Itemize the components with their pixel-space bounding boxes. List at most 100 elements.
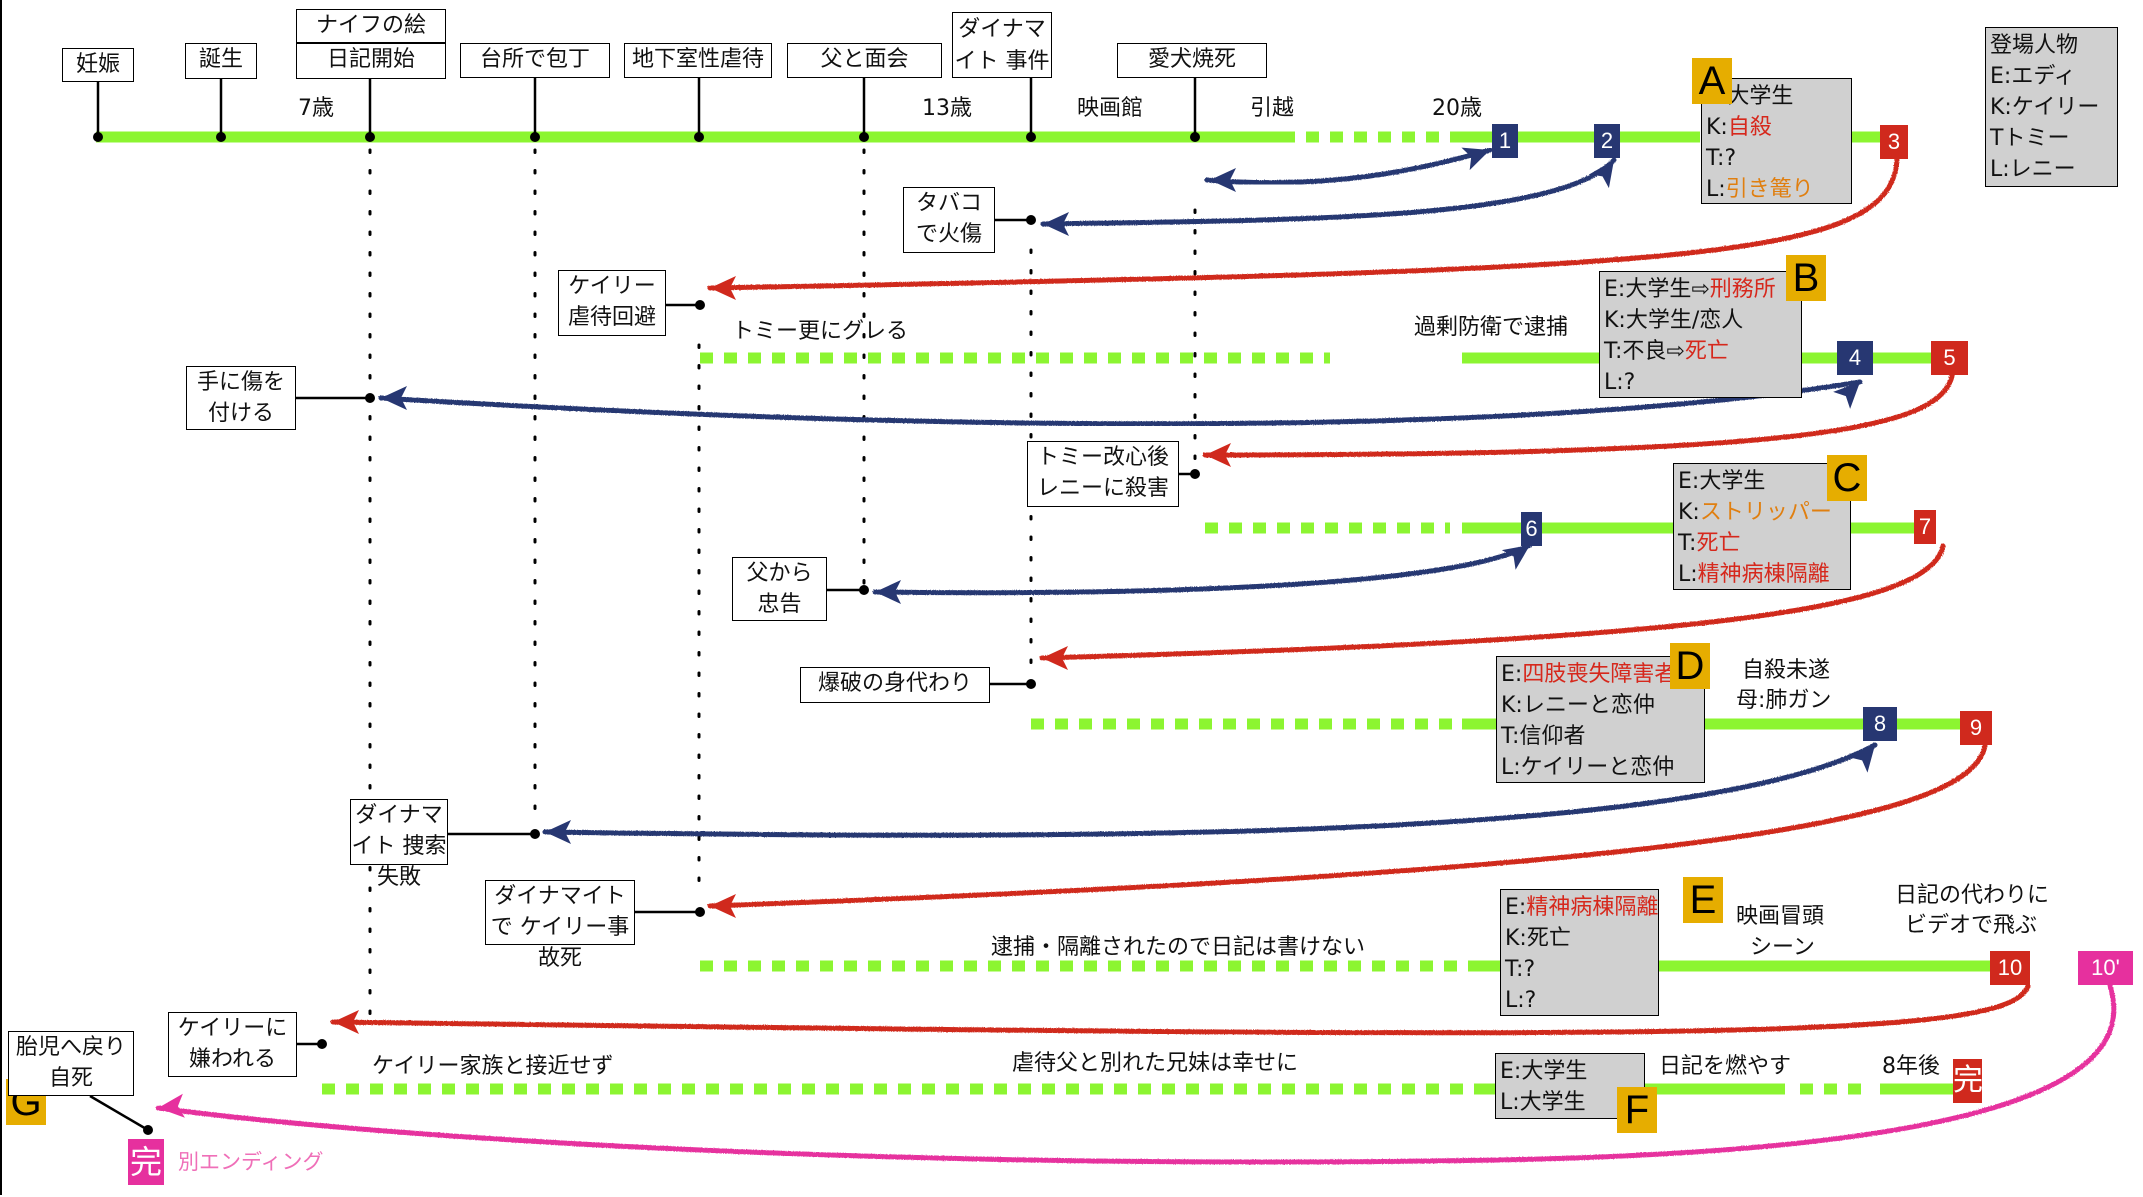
legend-item: Tトミー — [1990, 126, 2070, 151]
label-age13: 13歳 — [922, 96, 972, 121]
note-tommy-worse: トミー更にグレる — [732, 319, 909, 344]
arrow-head — [1849, 745, 1875, 773]
event-explosion-sacrifice: 爆破の身代わり — [800, 667, 990, 703]
arrow-head — [1589, 160, 1614, 189]
jump-badge-1[interactable]: 1 — [1492, 124, 1518, 158]
outcome-box-c: E:大学生 K:ストリッパー T:死亡 L:精神病棟隔離 — [1673, 463, 1851, 590]
outcome-line: K:死亡 — [1505, 926, 1571, 951]
outcome-line: K:大学生/恋人 — [1604, 308, 1744, 333]
arrow-head — [875, 580, 901, 604]
jump-badge-4[interactable]: 4 — [1837, 341, 1873, 375]
connector-dot — [1026, 132, 1036, 142]
outcome-line: E:四肢喪失障害者 — [1501, 662, 1677, 687]
arrow-head-head — [710, 276, 736, 300]
label-cinema: 映画館 — [1077, 96, 1144, 121]
arrow-head — [545, 820, 571, 844]
arrow-head — [333, 1010, 359, 1034]
arrow-7 — [1039, 543, 1946, 661]
arrow-6 — [872, 542, 1533, 596]
label-age7: 7歳 — [298, 96, 334, 121]
connector-dot — [695, 907, 705, 917]
ending-label-a: A — [1692, 58, 1732, 104]
connector-line — [89, 1094, 149, 1132]
note-eight-years: 8年後 — [1882, 1054, 1940, 1079]
outcome-box-b: E:大学生⇨刑務所 K:大学生/恋人 T:不良⇨死亡 L:? — [1599, 271, 1802, 398]
outcome-line: L:ケイリーと恋仲 — [1501, 755, 1675, 780]
jump-badge-5[interactable]: 5 — [1931, 341, 1968, 375]
event-father-meeting: 父と面会 — [787, 43, 942, 78]
arrow-head-head — [1042, 646, 1068, 670]
connector-dot — [1026, 215, 1036, 225]
jump-badge-6[interactable]: 6 — [1521, 512, 1542, 546]
jump-badge-10-prime[interactable]: 10' — [2078, 951, 2133, 985]
ending-label-b: B — [1786, 255, 1826, 301]
event-father-advice: 父から 忠告 — [732, 557, 827, 621]
outcome-line: L:大学生 — [1500, 1090, 1586, 1115]
arrow-10-prime — [155, 983, 2117, 1165]
jump-badge-10[interactable]: 10 — [1990, 951, 2030, 985]
jump-badge-2[interactable]: 2 — [1594, 124, 1620, 158]
connector-dot — [216, 132, 226, 142]
arrow-head-head — [1210, 168, 1236, 192]
character-legend: 登場人物 E:エディ K:ケイリー Tトミー L:レニー — [1985, 27, 2118, 187]
connector-dot — [695, 300, 705, 310]
jump-badge-8[interactable]: 8 — [1863, 707, 1897, 741]
outcome-box-e: E:精神病棟隔離 K:死亡 T:? L:? — [1500, 889, 1659, 1016]
legend-item: L:レニー — [1990, 157, 2076, 182]
arrow-5 — [1202, 373, 1955, 458]
connector-dot — [694, 132, 704, 142]
arrow-head-head — [158, 1093, 185, 1118]
jump-badge-7[interactable]: 7 — [1914, 510, 1936, 544]
note-video-jump-2: ビデオで飛ぶ — [1905, 913, 2038, 938]
arrow-head-head — [1205, 443, 1231, 467]
outcome-line: T:死亡 — [1678, 531, 1741, 556]
ending-label-e: E — [1683, 877, 1723, 923]
arrow-head-head — [875, 580, 901, 604]
connector-dot — [859, 585, 869, 595]
outcome-line: K:自殺 — [1706, 115, 1772, 140]
arrow-head — [158, 1093, 185, 1118]
connector-dot — [93, 132, 103, 142]
alt-end-badge: 完 — [128, 1139, 164, 1185]
label-age20: 20歳 — [1432, 96, 1482, 121]
event-kayley-accident: ダイナマイトで ケイリー事故死 — [485, 880, 635, 971]
note-mother-cancer: 母:肺ガン — [1736, 688, 1832, 713]
legend-item: K:ケイリー — [1990, 95, 2100, 120]
outcome-line: T:不良⇨死亡 — [1604, 339, 1729, 364]
arrow-9 — [707, 743, 1988, 909]
note-movie-opening-1: 映画冒頭 — [1736, 904, 1825, 929]
note-alt-ending: 別エンディング — [178, 1150, 324, 1174]
note-burn-diary: 日記を燃やす — [1659, 1054, 1792, 1079]
arrow-head-head — [381, 386, 407, 410]
event-basement-abuse: 地下室性虐待 — [624, 43, 772, 78]
arrow-2 — [1040, 157, 1617, 227]
outcome-line: L:引き篭り — [1706, 177, 1814, 202]
event-diary-start: 日記開始 — [296, 43, 446, 79]
jump-badge-3[interactable]: 3 — [1880, 125, 1908, 159]
connector-dot — [143, 1125, 153, 1135]
outcome-line: E:大学生 — [1678, 469, 1766, 494]
ending-label-f: F — [1617, 1087, 1657, 1133]
arrow-head-head — [710, 894, 736, 918]
outcome-box-a: E:大学生 K:自殺 T:? L:引き篭り — [1701, 78, 1852, 204]
note-video-jump-1: 日記の代わりに — [1895, 883, 2050, 908]
event-birth: 誕生 — [185, 43, 257, 79]
event-kayley-hates: ケイリーに 嫌われる — [168, 1012, 297, 1077]
label-move: 引越 — [1250, 96, 1295, 121]
outcome-line: T:? — [1505, 957, 1536, 982]
arrow-head-head — [545, 820, 571, 844]
arrow-head — [1833, 382, 1860, 409]
arrow-head — [710, 276, 736, 300]
connector-dot — [365, 393, 375, 403]
arrow-head-head — [1589, 160, 1614, 189]
end-badge: 完 — [1953, 1059, 1983, 1103]
connector-dot — [365, 132, 375, 142]
outcome-line: K:レニーと恋仲 — [1501, 693, 1655, 718]
event-cigarette-burn: タバコ で火傷 — [903, 187, 995, 253]
event-return-to-fetus: 胎児へ戻り 自死 — [8, 1031, 134, 1096]
jump-badge-9[interactable]: 9 — [1960, 711, 1992, 745]
event-dynamite-search-fail: ダイナマイト 捜索失敗 — [350, 799, 448, 890]
event-kitchen-knife: 台所で包丁 — [460, 43, 610, 78]
